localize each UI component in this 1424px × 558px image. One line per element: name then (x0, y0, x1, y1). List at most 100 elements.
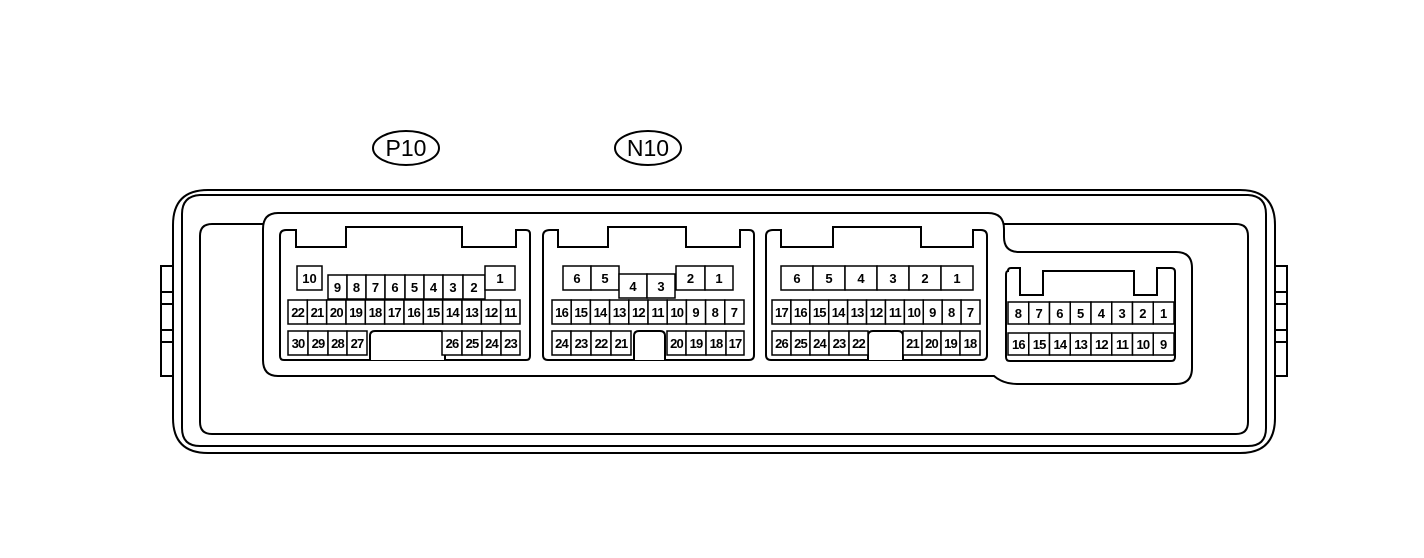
pin-number: 14 (446, 305, 460, 320)
pin-number: 12 (1095, 337, 1108, 352)
pin-number: 23 (833, 336, 846, 351)
pin-number: 1 (496, 271, 503, 286)
pin-number: 12 (485, 305, 498, 320)
pin-number: 17 (775, 305, 788, 320)
pin-number: 23 (575, 336, 588, 351)
pin-number: 2 (921, 271, 928, 286)
pin-number: 17 (729, 336, 742, 351)
pin-number: 13 (465, 305, 478, 320)
ecu-housing (160, 189, 1288, 454)
pin-number: 5 (411, 280, 418, 295)
pin-cavity (1152, 332, 1175, 356)
pin-number: 9 (929, 305, 936, 320)
pin-number: 13 (613, 305, 626, 320)
pin-cavity (499, 299, 521, 325)
pin-number: 14 (1053, 337, 1067, 352)
pin-number: 15 (427, 305, 440, 320)
pin-number: 21 (615, 336, 628, 351)
pin-number: 18 (964, 336, 977, 351)
pin-cavity (940, 265, 974, 291)
pin-number: 24 (485, 336, 499, 351)
pin-number: 15 (1033, 337, 1046, 352)
pin-cavity (675, 265, 706, 291)
pin-number: 7 (731, 305, 738, 320)
pin-number: 16 (407, 305, 420, 320)
pin-number: 6 (573, 271, 580, 286)
pin-cavity (610, 330, 632, 356)
pin-number: 4 (1098, 306, 1106, 321)
pin-number: 27 (351, 336, 364, 351)
pin-number: 3 (889, 271, 896, 286)
pin-number: 24 (555, 336, 569, 351)
pin-cavity (725, 330, 745, 356)
pin-number: 5 (1077, 306, 1084, 321)
pin-number: 11 (1116, 337, 1129, 352)
label-p10-text: P10 (386, 135, 427, 161)
pin-number: 11 (504, 305, 517, 320)
pin-number: 4 (857, 271, 865, 286)
pin-cavity (959, 330, 981, 356)
pin-cavity (704, 265, 734, 291)
pin-number: 18 (369, 305, 382, 320)
pin-number: 11 (889, 305, 902, 320)
pin-number: 5 (825, 271, 832, 286)
pin-number: 8 (1015, 306, 1022, 321)
pin-cavity (296, 265, 323, 291)
pin-number: 10 (1136, 337, 1149, 352)
pin-number: 5 (601, 271, 608, 286)
pin-number: 18 (710, 336, 723, 351)
label-n10: N10 (614, 130, 682, 166)
pin-number: 20 (670, 336, 683, 351)
pin-number: 25 (794, 336, 807, 351)
pin-number: 2 (470, 280, 477, 295)
pin-number: 16 (555, 305, 568, 320)
pin-cavity (500, 330, 521, 356)
pin-number: 21 (906, 336, 919, 351)
pin-number: 3 (657, 279, 664, 294)
pin-cavity (590, 265, 620, 291)
pin-number: 19 (944, 336, 957, 351)
pin-number: 4 (629, 279, 637, 294)
label-p10: P10 (372, 130, 440, 166)
pin-cavity (646, 273, 676, 299)
pin-cavity (960, 299, 981, 325)
pin-number: 10 (302, 271, 316, 286)
pin-number: 9 (692, 305, 699, 320)
pin-number: 22 (291, 305, 304, 320)
pin-number: 6 (1056, 306, 1063, 321)
pin-number: 26 (775, 336, 788, 351)
pin-number: 7 (372, 280, 379, 295)
pin-cavity (876, 265, 910, 291)
pin-cavity (1152, 301, 1175, 325)
pin-number: 26 (446, 336, 459, 351)
pin-number: 2 (1139, 306, 1146, 321)
pin-number: 14 (832, 305, 846, 320)
pin-number: 3 (1119, 306, 1126, 321)
pin-number: 9 (334, 280, 341, 295)
pin-cavity (618, 273, 648, 299)
pin-number: 1 (1160, 306, 1167, 321)
pin-number: 14 (594, 305, 608, 320)
pin-number: 4 (430, 280, 438, 295)
pin-number: 22 (852, 336, 865, 351)
pin-number: 25 (466, 336, 479, 351)
pin-number: 1 (715, 271, 722, 286)
pin-number: 29 (312, 336, 325, 351)
pin-number: 8 (353, 280, 360, 295)
pin-number: 19 (690, 336, 703, 351)
label-n10-text: N10 (627, 135, 669, 161)
pin-number: 13 (851, 305, 864, 320)
pin-number: 30 (292, 336, 305, 351)
pin-cavity (724, 299, 745, 325)
pin-number: 16 (794, 305, 807, 320)
pin-number: 12 (632, 305, 645, 320)
pin-number: 15 (813, 305, 826, 320)
pin-number: 6 (793, 271, 800, 286)
pin-number: 21 (311, 305, 324, 320)
pin-number: 17 (388, 305, 401, 320)
pin-number: 10 (907, 305, 920, 320)
